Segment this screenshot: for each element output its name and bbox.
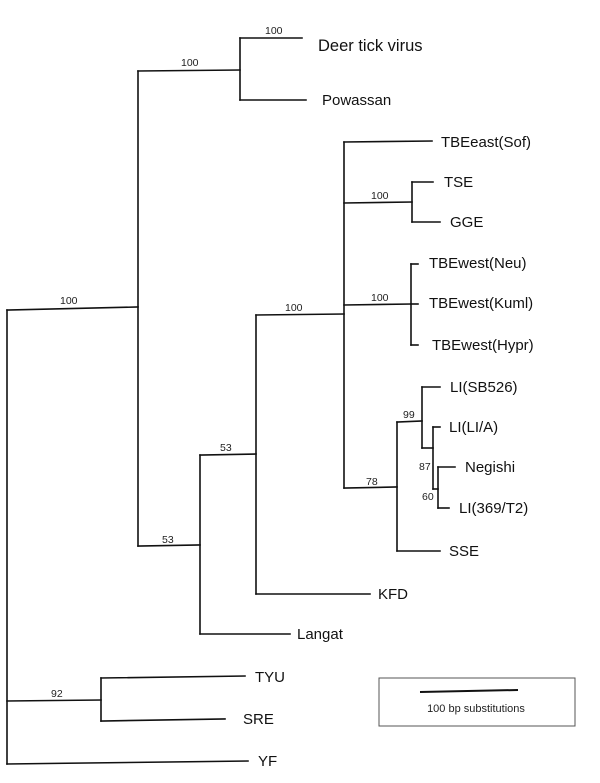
taxon-tbe-west-neu: TBEwest(Neu) [429, 255, 527, 272]
branch-tbe-complex [255, 313, 345, 316]
taxon-kfd: KFD [378, 586, 408, 603]
taxon-tbe-west-kuml: TBEwest(Kuml) [429, 295, 533, 312]
branch-tbe-east [343, 140, 433, 143]
support-kfd-group: 53 [220, 442, 232, 454]
branch-tbe-west [343, 303, 412, 306]
taxon-sse: SSE [449, 543, 479, 560]
support-tick-borne-clade: 100 [60, 295, 78, 307]
branch-yf [6, 760, 249, 765]
taxon-powassan: Powassan [322, 92, 391, 109]
branch-tyu-sre [6, 699, 102, 702]
branch-langat-group [137, 544, 201, 547]
support-li-group: 99 [403, 409, 415, 421]
branch-sre [100, 718, 226, 722]
taxon-deer-tick-virus: Deer tick virus [318, 37, 423, 55]
support-li-sse: 78 [366, 476, 378, 488]
scale-bar [419, 689, 519, 693]
support-tbe-complex: 100 [285, 302, 303, 314]
support-langat-group: 53 [162, 534, 174, 546]
branch-tse-gge [343, 201, 413, 204]
branch-li-sse [343, 486, 398, 489]
branch-powassan-clade [137, 69, 241, 72]
support-tse-gge: 100 [371, 190, 389, 202]
branch-tyu [100, 675, 246, 679]
scale-legend-box [378, 677, 576, 727]
support-powassan-clade: 100 [181, 57, 199, 69]
support-li-subgroup: 87 [419, 461, 431, 473]
taxon-li-sb526: LI(SB526) [450, 379, 518, 396]
branch-tick-borne-clade [6, 306, 139, 311]
taxon-li-lia: LI(LI/A) [449, 419, 498, 436]
taxon-yf: YF [258, 753, 277, 770]
taxon-tyu: TYU [255, 669, 285, 686]
taxon-sre: SRE [243, 711, 274, 728]
support-tbe-west: 100 [371, 292, 389, 304]
support-negishi-li369: 60 [422, 491, 434, 503]
taxon-tbe-east-sof: TBEeast(Sof) [441, 134, 531, 151]
branch-li-group [396, 420, 423, 423]
taxon-tse: TSE [444, 174, 473, 191]
taxon-li-369t2: LI(369/T2) [459, 500, 528, 517]
taxon-tbe-west-hypr: TBEwest(Hypr) [432, 337, 534, 354]
taxon-negishi: Negishi [465, 459, 515, 476]
taxon-langat: Langat [297, 626, 344, 643]
support-deer-tick-inner: 100 [265, 25, 283, 37]
branch-kfd-group [199, 453, 257, 456]
support-tyu-sre: 92 [51, 688, 63, 700]
scale-legend: 100 bp substitutions [378, 677, 576, 727]
scale-label: 100 bp substitutions [427, 703, 525, 715]
taxon-gge: GGE [450, 214, 483, 231]
